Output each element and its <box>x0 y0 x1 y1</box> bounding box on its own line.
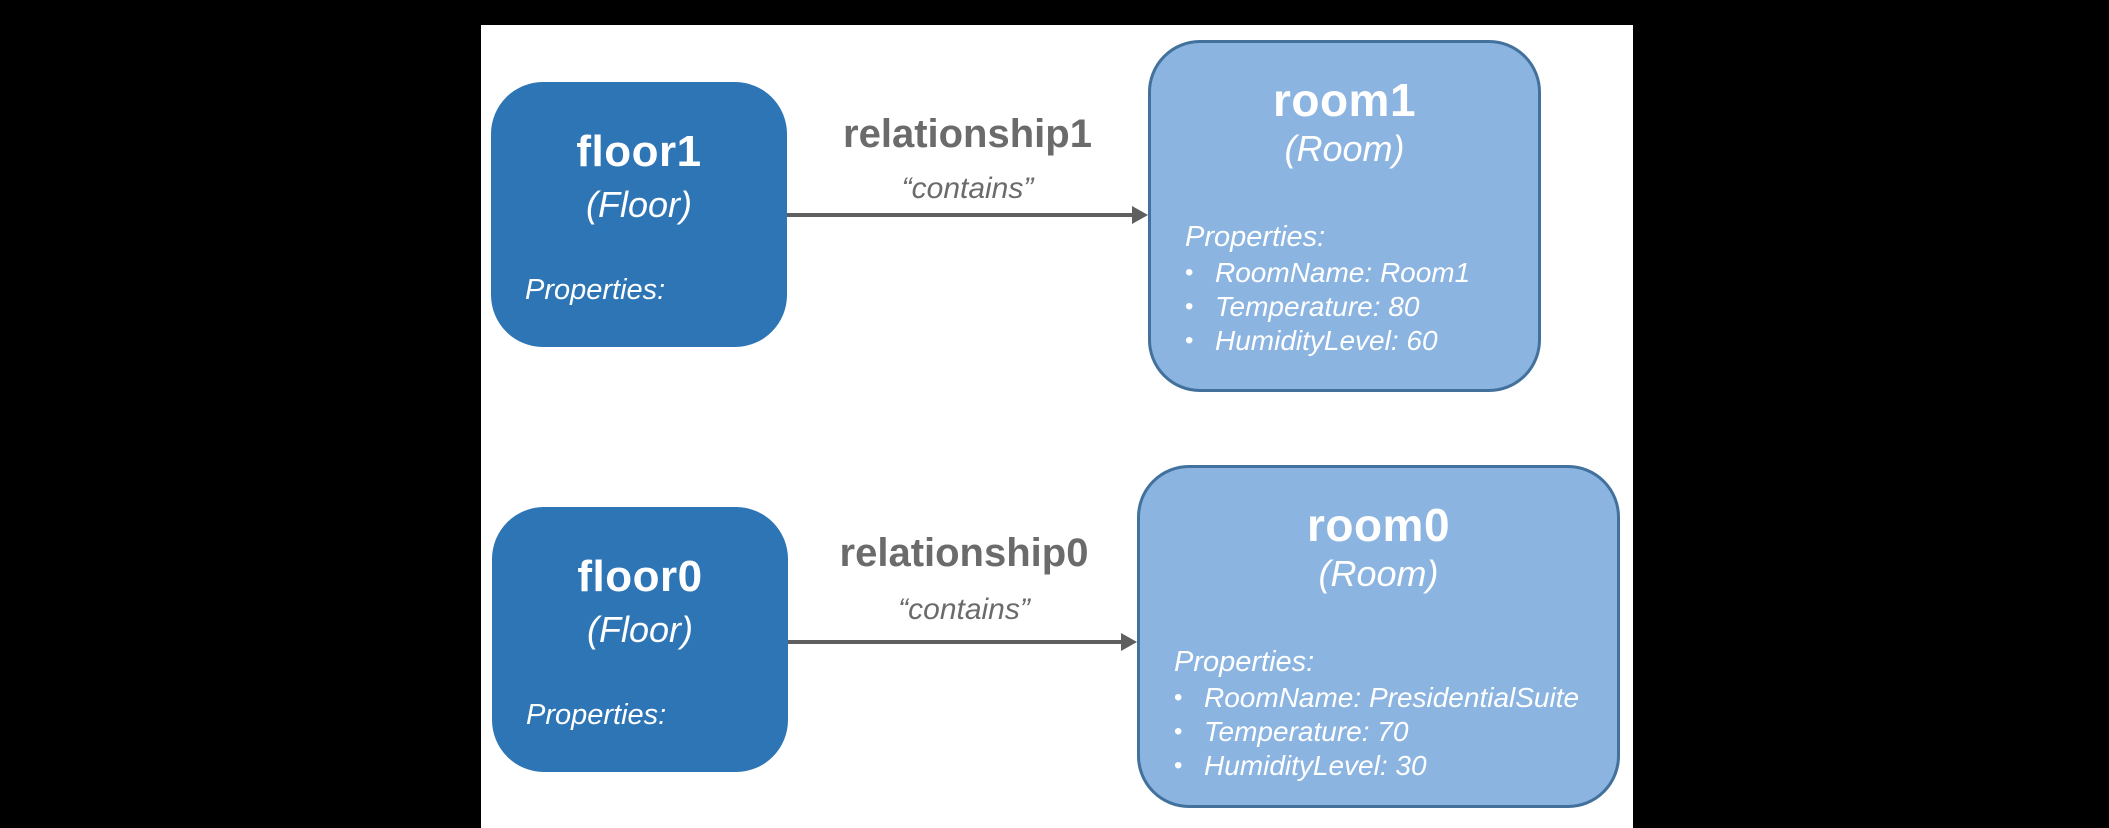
twin-node-floor1: floor1 (Floor) Properties: <box>491 82 787 347</box>
relationship-label: “contains” <box>901 172 1034 205</box>
relationship-name: relationship0 <box>839 531 1089 575</box>
arrow-head-icon <box>1132 206 1148 224</box>
bullet-icon: • <box>1185 293 1194 320</box>
node-title: room0 <box>1306 499 1451 551</box>
property-item: • HumidityLevel: 60 <box>1185 324 1528 358</box>
property-item: • HumidityLevel: 30 <box>1174 749 1607 783</box>
node-title: room1 <box>1272 74 1417 126</box>
property-item: • Temperature: 70 <box>1174 715 1607 749</box>
bullet-icon: • <box>1174 718 1183 745</box>
node-type: (Room) <box>1318 553 1439 594</box>
relationship-label: “contains” <box>898 593 1030 626</box>
node-type: (Floor) <box>586 184 692 225</box>
property-text: HumidityLevel: 60 <box>1215 325 1438 356</box>
relationship-arrow <box>787 206 1148 224</box>
node-title: floor0 <box>577 552 703 601</box>
property-text: Temperature: 80 <box>1215 291 1420 322</box>
twin-node-floor0: floor0 (Floor) Properties: <box>492 507 788 772</box>
property-item: • Temperature: 80 <box>1185 290 1528 324</box>
properties-label: Properties: <box>526 699 667 731</box>
property-text: HumidityLevel: 30 <box>1204 750 1427 781</box>
bullet-icon: • <box>1185 259 1194 286</box>
twin-node-room0: room0 (Room) Properties: • RoomName: Pre… <box>1137 465 1620 808</box>
properties-label: Properties: <box>1185 221 1326 253</box>
node-title: floor1 <box>576 127 702 176</box>
property-text: RoomName: Room1 <box>1215 257 1471 288</box>
property-item: • RoomName: Room1 <box>1185 256 1528 290</box>
arrow-line <box>788 640 1123 644</box>
bullet-icon: • <box>1174 684 1183 711</box>
property-text: RoomName: PresidentialSuite <box>1204 682 1580 713</box>
node-type: (Floor) <box>587 609 693 650</box>
bullet-icon: • <box>1174 752 1183 779</box>
twin-node-room1: room1 (Room) Properties: • RoomName: Roo… <box>1148 40 1541 392</box>
properties-label: Properties: <box>525 274 666 306</box>
diagram-canvas: floor1 (Floor) Properties: relationship1… <box>481 25 1633 828</box>
relationship-name: relationship1 <box>843 112 1092 156</box>
node-type: (Room) <box>1284 128 1405 169</box>
properties-list: • RoomName: Room1 • Temperature: 80 • Hu… <box>1185 256 1528 358</box>
properties-label: Properties: <box>1174 646 1315 678</box>
property-item: • RoomName: PresidentialSuite <box>1174 681 1607 715</box>
arrow-line <box>787 213 1134 217</box>
properties-list: • RoomName: PresidentialSuite • Temperat… <box>1174 681 1607 783</box>
property-text: Temperature: 70 <box>1204 716 1409 747</box>
relationship-arrow <box>788 633 1137 651</box>
arrow-head-icon <box>1121 633 1137 651</box>
bullet-icon: • <box>1185 327 1194 354</box>
